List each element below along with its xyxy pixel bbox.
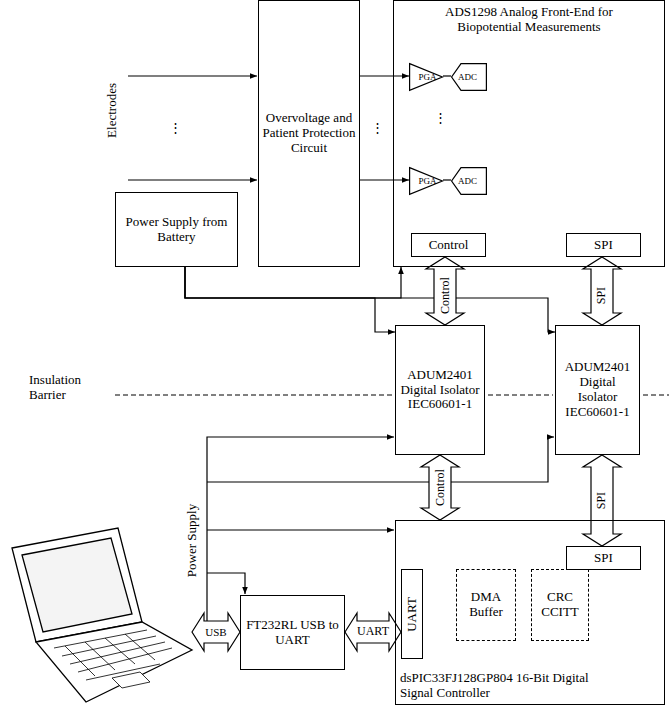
- node-text: Overvoltage and Patient Protection Circu…: [262, 111, 356, 156]
- node-text: ADC: [451, 72, 484, 82]
- bus-label: SPI: [595, 286, 608, 305]
- usb-block-arrow: [192, 613, 240, 651]
- bus-arrow: [421, 455, 459, 520]
- converter-shape: ADC: [451, 63, 487, 91]
- wire: [360, 75, 409, 76]
- amplifier-triangle: PGA: [409, 167, 443, 195]
- converter-box: FT232RL USB to UART: [240, 595, 345, 670]
- bus-arrow: [345, 613, 401, 651]
- laptop-illustration: [12, 528, 192, 702]
- bus-label: Control: [433, 468, 446, 507]
- signal-label: Electrodes: [105, 83, 120, 138]
- node-text: dsPIC33FJ128GP804 16-Bit Digital Signal …: [400, 671, 610, 701]
- node-text: ADC: [451, 176, 484, 186]
- controller-box: dsPIC33FJ128GP804 16-Bit Digital Signal …: [395, 520, 665, 705]
- node-text: SPI: [569, 551, 638, 566]
- amplifier-triangle: PGA: [409, 63, 443, 91]
- isolator-box: ADUM2401 Digital Isolator IEC60601-1: [395, 325, 485, 455]
- bus-arrow: [583, 455, 621, 546]
- node-text: FT232RL USB to UART: [244, 618, 341, 648]
- node-text: SPI: [569, 238, 638, 253]
- ellipsis-mark: ⋮: [169, 121, 182, 136]
- node-text: Control: [414, 238, 483, 253]
- port-box: SPI: [566, 233, 641, 257]
- port-box: UART: [401, 569, 423, 659]
- wire: [443, 75, 451, 76]
- node-text: CRC CCITT: [534, 590, 586, 620]
- node-text: PGA: [412, 72, 443, 82]
- ellipsis-mark: ⋮: [434, 111, 447, 126]
- bus-label: SPI: [595, 491, 608, 510]
- power-label: Power Supply: [186, 503, 201, 576]
- port-box: SPI: [566, 546, 641, 570]
- barrier-label: Insulation Barrier: [29, 373, 91, 403]
- node-text: PGA: [412, 176, 443, 186]
- node-text: Power Supply from Battery: [119, 215, 234, 245]
- module-box: DMA Buffer: [456, 569, 516, 641]
- node-text: ADS1298 Analog Front-End for Biopotentia…: [422, 5, 637, 35]
- converter-shape: ADC: [451, 167, 487, 195]
- power-box: Power Supply from Battery: [115, 192, 238, 267]
- bus-label: UART: [356, 625, 390, 638]
- wire: [185, 267, 401, 298]
- wire: [185, 267, 395, 332]
- node-text: ADUM2401 Digital Isolator IEC60601-1: [399, 368, 481, 413]
- port-box: Control: [411, 233, 486, 257]
- bus-arrow: [426, 257, 464, 325]
- bus-arrow: [583, 257, 621, 325]
- bus-label: Control: [438, 277, 451, 316]
- ellipsis-mark: ⋮: [371, 121, 384, 136]
- wire: [360, 179, 409, 180]
- protection-box: Overvoltage and Patient Protection Circu…: [258, 0, 360, 267]
- electrode-wire: [128, 76, 257, 180]
- chip-box: ADS1298 Analog Front-End for Biopotentia…: [393, 0, 665, 267]
- bus-label: USB: [205, 626, 226, 639]
- wire: [443, 179, 451, 180]
- isolator-box: ADUM2401 Digital Isolator IEC60601-1: [555, 325, 640, 455]
- node-text: UART: [405, 597, 420, 632]
- wire: [185, 267, 555, 332]
- node-text: DMA Buffer: [459, 590, 513, 620]
- module-box: CRC CCITT: [531, 569, 589, 641]
- node-text: ADUM2401 Digital Isolator IEC60601-1: [559, 360, 636, 420]
- usb-power-wire: [207, 437, 554, 640]
